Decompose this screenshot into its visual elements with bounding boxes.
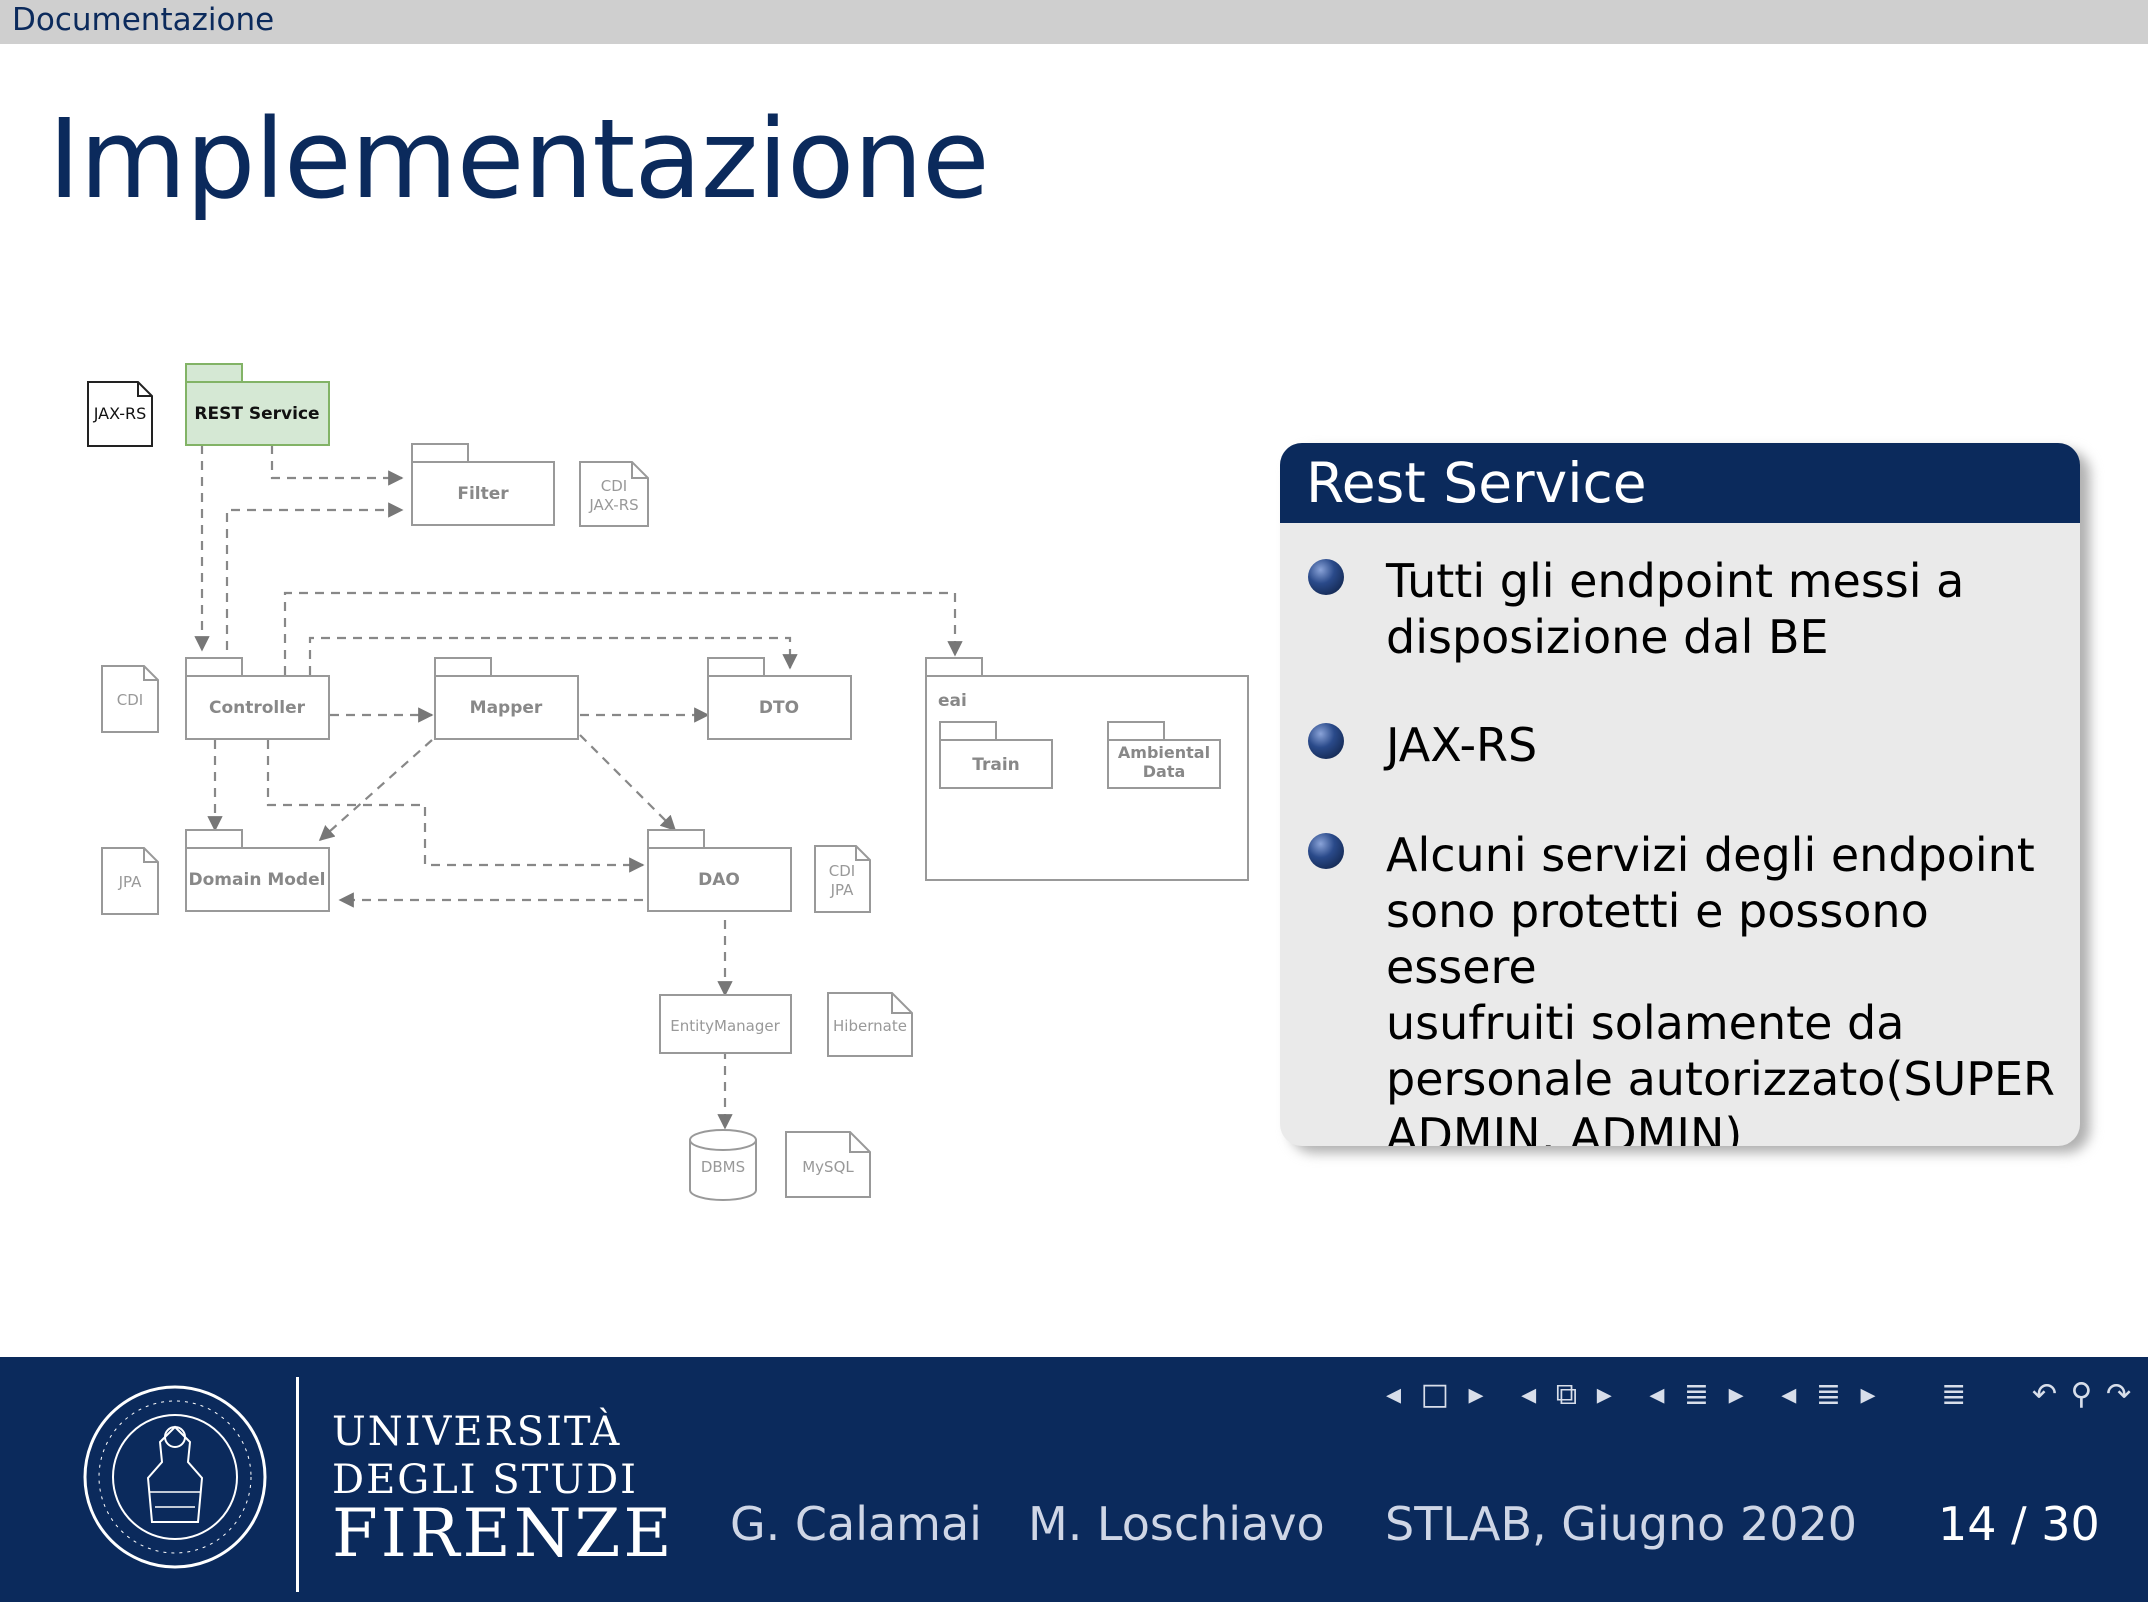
rest-service-label: REST Service	[194, 404, 319, 424]
mapper-package: Mapper	[434, 657, 579, 740]
dao-package: DAO	[647, 829, 792, 912]
train-label: Train	[972, 755, 1020, 775]
dbms-database: DBMS	[689, 1129, 757, 1201]
filter-label: Filter	[457, 484, 509, 504]
cdi-jpa-label-2: JPA	[830, 881, 855, 899]
hibernate-label: Hibernate	[833, 1017, 907, 1035]
author-2: M. Loschiavo	[1028, 1497, 1325, 1551]
nav-forward-icon[interactable]: ↷	[2106, 1377, 2132, 1412]
beamer-navigation: ◂ □ ▸ ◂ ⧉ ▸ ◂ ≣ ▸ ◂ ≣ ▸ ≣ ↶ ⚲ ↷	[1386, 1377, 2131, 1417]
nav-doc-next-icon[interactable]: ▸	[1860, 1377, 1876, 1412]
cdi-note: CDI	[101, 665, 159, 733]
item-text: JAX-RS	[1386, 718, 1538, 772]
cdi-jpa-note: CDI JPA	[814, 845, 871, 913]
cdi-jpa-label-1: CDI	[829, 862, 855, 880]
mysql-note: MySQL	[785, 1131, 871, 1198]
ambiental-label-1: Ambiental	[1118, 743, 1210, 762]
block-header: Rest Service	[1280, 443, 2080, 523]
ambiental-label-2: Data	[1143, 762, 1186, 781]
hibernate-note: Hibernate	[827, 992, 913, 1057]
footer-divider	[296, 1377, 299, 1592]
block-title: Rest Service	[1306, 451, 1647, 515]
entity-manager-label: EntityManager	[670, 1017, 780, 1035]
filter-package: Filter	[411, 443, 555, 526]
nav-section-prev-icon[interactable]: ◂	[1649, 1377, 1665, 1412]
eai-label: eai	[938, 691, 967, 711]
author-1: G. Calamai	[730, 1497, 982, 1551]
cdi-label: CDI	[117, 691, 143, 709]
bullet-icon	[1308, 559, 1344, 595]
controller-package: Controller	[185, 657, 330, 740]
nav-doc-icon[interactable]: ≣	[1815, 1377, 1841, 1412]
item-text: Tutti gli endpoint messi a disposizione …	[1386, 554, 1965, 664]
jax-rs-label: JAX-RS	[93, 404, 147, 423]
nav-subsection-next-icon[interactable]: ▸	[1596, 1377, 1612, 1412]
section-header-bar: Documentazione	[0, 0, 2148, 44]
dbms-label: DBMS	[701, 1158, 745, 1176]
entity-manager-box: EntityManager	[659, 994, 792, 1054]
nav-toc-icon[interactable]: ≣	[1941, 1377, 1967, 1412]
university-name-line1: UNIVERSITÀ	[332, 1409, 622, 1455]
jpa-label: JPA	[118, 873, 143, 891]
dto-package: DTO	[707, 657, 852, 740]
nav-frame-next-icon[interactable]: ▸	[1468, 1377, 1484, 1412]
jpa-note: JPA	[101, 847, 159, 915]
controller-label: Controller	[209, 698, 306, 718]
event-date: STLAB, Giugno 2020	[1385, 1497, 1858, 1551]
nav-search-icon[interactable]: ⚲	[2070, 1377, 2093, 1412]
section-title: Documentazione	[12, 2, 275, 38]
mysql-label: MySQL	[802, 1158, 854, 1176]
cdi-jaxrs-label-1: CDI	[601, 477, 627, 495]
university-seal-icon	[83, 1385, 267, 1569]
dto-label: DTO	[759, 698, 799, 718]
nav-section-icon[interactable]: ≣	[1683, 1377, 1710, 1412]
nav-frame-prev-icon[interactable]: ◂	[1386, 1377, 1402, 1412]
eai-package: eai Train Ambiental Data	[925, 657, 1249, 881]
architecture-diagram: JAX-RS REST Service Filter CDI JAX-RS CD…	[87, 363, 1249, 1201]
nav-subsection-icon[interactable]: ⧉	[1555, 1377, 1578, 1412]
nav-doc-prev-icon[interactable]: ◂	[1781, 1377, 1797, 1412]
rest-service-block: Rest Service Tutti gli endpoint messi a …	[1280, 443, 2080, 1146]
nav-section-next-icon[interactable]: ▸	[1728, 1377, 1744, 1412]
ambiental-data-package: Ambiental Data	[1107, 721, 1221, 789]
cdi-jaxrs-label-2: JAX-RS	[588, 496, 638, 514]
university-name-line3: FIRENZE	[332, 1495, 675, 1572]
slide-title: Implementazione	[48, 95, 990, 223]
bullet-icon	[1308, 833, 1344, 869]
jax-rs-note: JAX-RS	[87, 381, 153, 447]
page-number: 14 / 30	[1938, 1497, 2100, 1551]
mapper-label: Mapper	[470, 698, 543, 718]
train-package: Train	[939, 721, 1053, 789]
domain-model-package: Domain Model	[185, 829, 330, 912]
nav-back-icon[interactable]: ↶	[2031, 1377, 2057, 1412]
dependency-arrows	[194, 445, 963, 1130]
university-name-line2: DEGLI STUDI	[332, 1457, 638, 1503]
nav-frame-icon[interactable]: □	[1420, 1377, 1449, 1412]
footer-bar: UNIVERSITÀ DEGLI STUDI FIRENZE G. Calama…	[0, 1357, 2148, 1602]
cdi-jaxrs-note: CDI JAX-RS	[579, 461, 649, 527]
item-text: Alcuni servizi degli endpoint sono prote…	[1386, 828, 2056, 1146]
bullet-icon	[1308, 723, 1344, 759]
dao-label: DAO	[698, 870, 740, 890]
nav-subsection-prev-icon[interactable]: ◂	[1521, 1377, 1537, 1412]
rest-service-package: REST Service	[185, 363, 330, 446]
domain-model-label: Domain Model	[189, 870, 326, 890]
